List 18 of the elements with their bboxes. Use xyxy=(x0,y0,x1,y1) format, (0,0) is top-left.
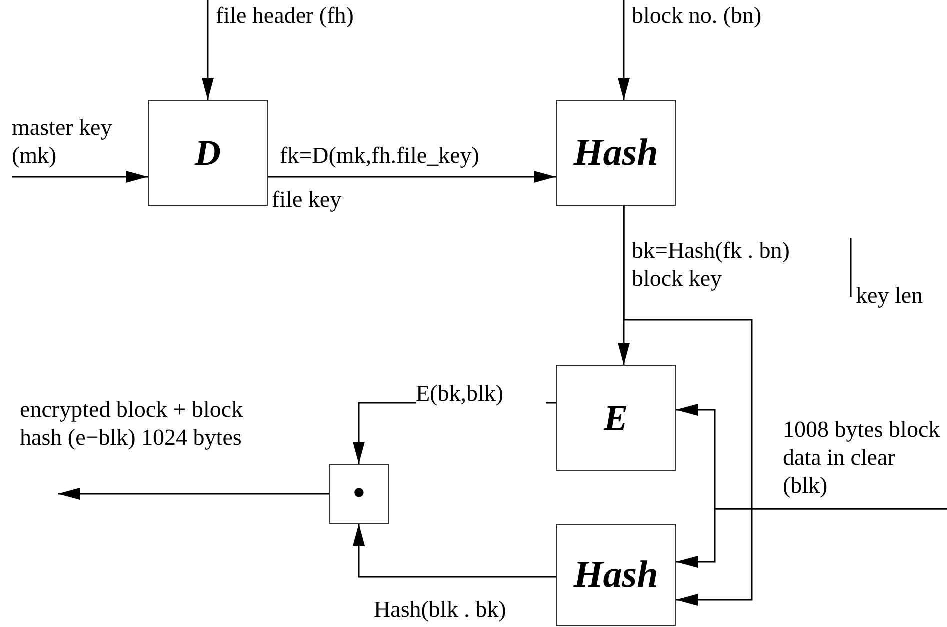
process-box xyxy=(148,100,268,206)
process-box xyxy=(556,365,676,471)
arrow xyxy=(268,171,556,183)
box-label: E xyxy=(604,400,628,436)
arrow xyxy=(202,0,214,100)
process-box xyxy=(556,524,676,626)
process-box xyxy=(556,100,676,206)
box-label: D xyxy=(195,135,221,171)
box-label: • xyxy=(353,477,365,511)
arrow xyxy=(676,508,947,568)
arrow xyxy=(618,0,630,100)
operator-box xyxy=(329,464,389,524)
box-label: Hash xyxy=(574,134,658,172)
arrow xyxy=(58,488,329,500)
arrow xyxy=(623,206,753,606)
box-label: Hash xyxy=(574,556,658,594)
arrow xyxy=(12,171,148,183)
arrow xyxy=(353,524,556,578)
